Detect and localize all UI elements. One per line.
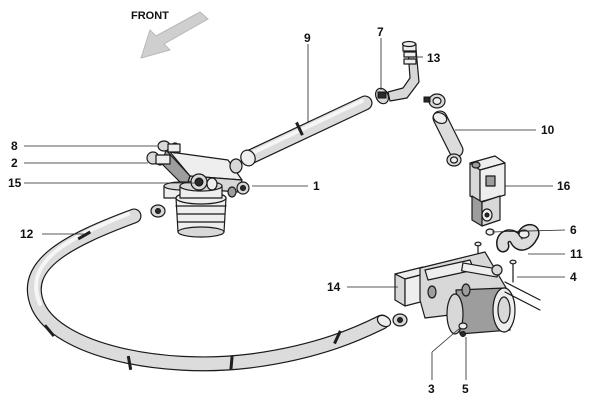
callout-7: 7 xyxy=(377,25,384,39)
upper-hose-clamp xyxy=(374,87,390,105)
hose-clamp-right xyxy=(392,313,408,327)
callout-8: 8 xyxy=(11,139,18,153)
callout-14: 14 xyxy=(327,280,341,294)
leader-lines xyxy=(24,38,566,380)
small-hose-clamp-upper xyxy=(423,93,446,109)
callout-3: 3 xyxy=(428,382,435,396)
upper-hose xyxy=(240,95,373,167)
coiled-hose xyxy=(496,223,540,253)
callout-10: 10 xyxy=(541,123,555,137)
callout-1: 1 xyxy=(313,179,320,193)
long-hose xyxy=(26,208,392,372)
pump-assembly xyxy=(394,251,541,337)
callout-11: 11 xyxy=(570,247,583,261)
front-label: FRONT xyxy=(131,10,169,22)
hose-clamp-left xyxy=(150,204,166,218)
callout-5: 5 xyxy=(462,382,469,396)
callout-6: 6 xyxy=(570,223,577,237)
callout-15: 15 xyxy=(8,176,22,190)
callout-12: 12 xyxy=(20,227,34,241)
front-indicator: FRONT xyxy=(131,10,209,59)
front-arrow-icon xyxy=(140,11,209,59)
small-hose-clamp-lower xyxy=(446,153,462,167)
callout-9: 9 xyxy=(304,31,311,45)
callout-labels: 9 7 13 8 2 15 1 12 10 16 6 11 4 14 3 5 xyxy=(8,25,583,396)
manifold-nut xyxy=(227,158,250,198)
manifold-fittings xyxy=(146,140,218,191)
short-hose xyxy=(432,110,464,158)
solenoid-valve xyxy=(469,155,506,227)
callout-2: 2 xyxy=(11,156,18,170)
callout-16: 16 xyxy=(557,179,571,193)
callout-4: 4 xyxy=(570,270,577,284)
elbow-fitting xyxy=(387,40,420,102)
callout-13: 13 xyxy=(427,51,441,65)
